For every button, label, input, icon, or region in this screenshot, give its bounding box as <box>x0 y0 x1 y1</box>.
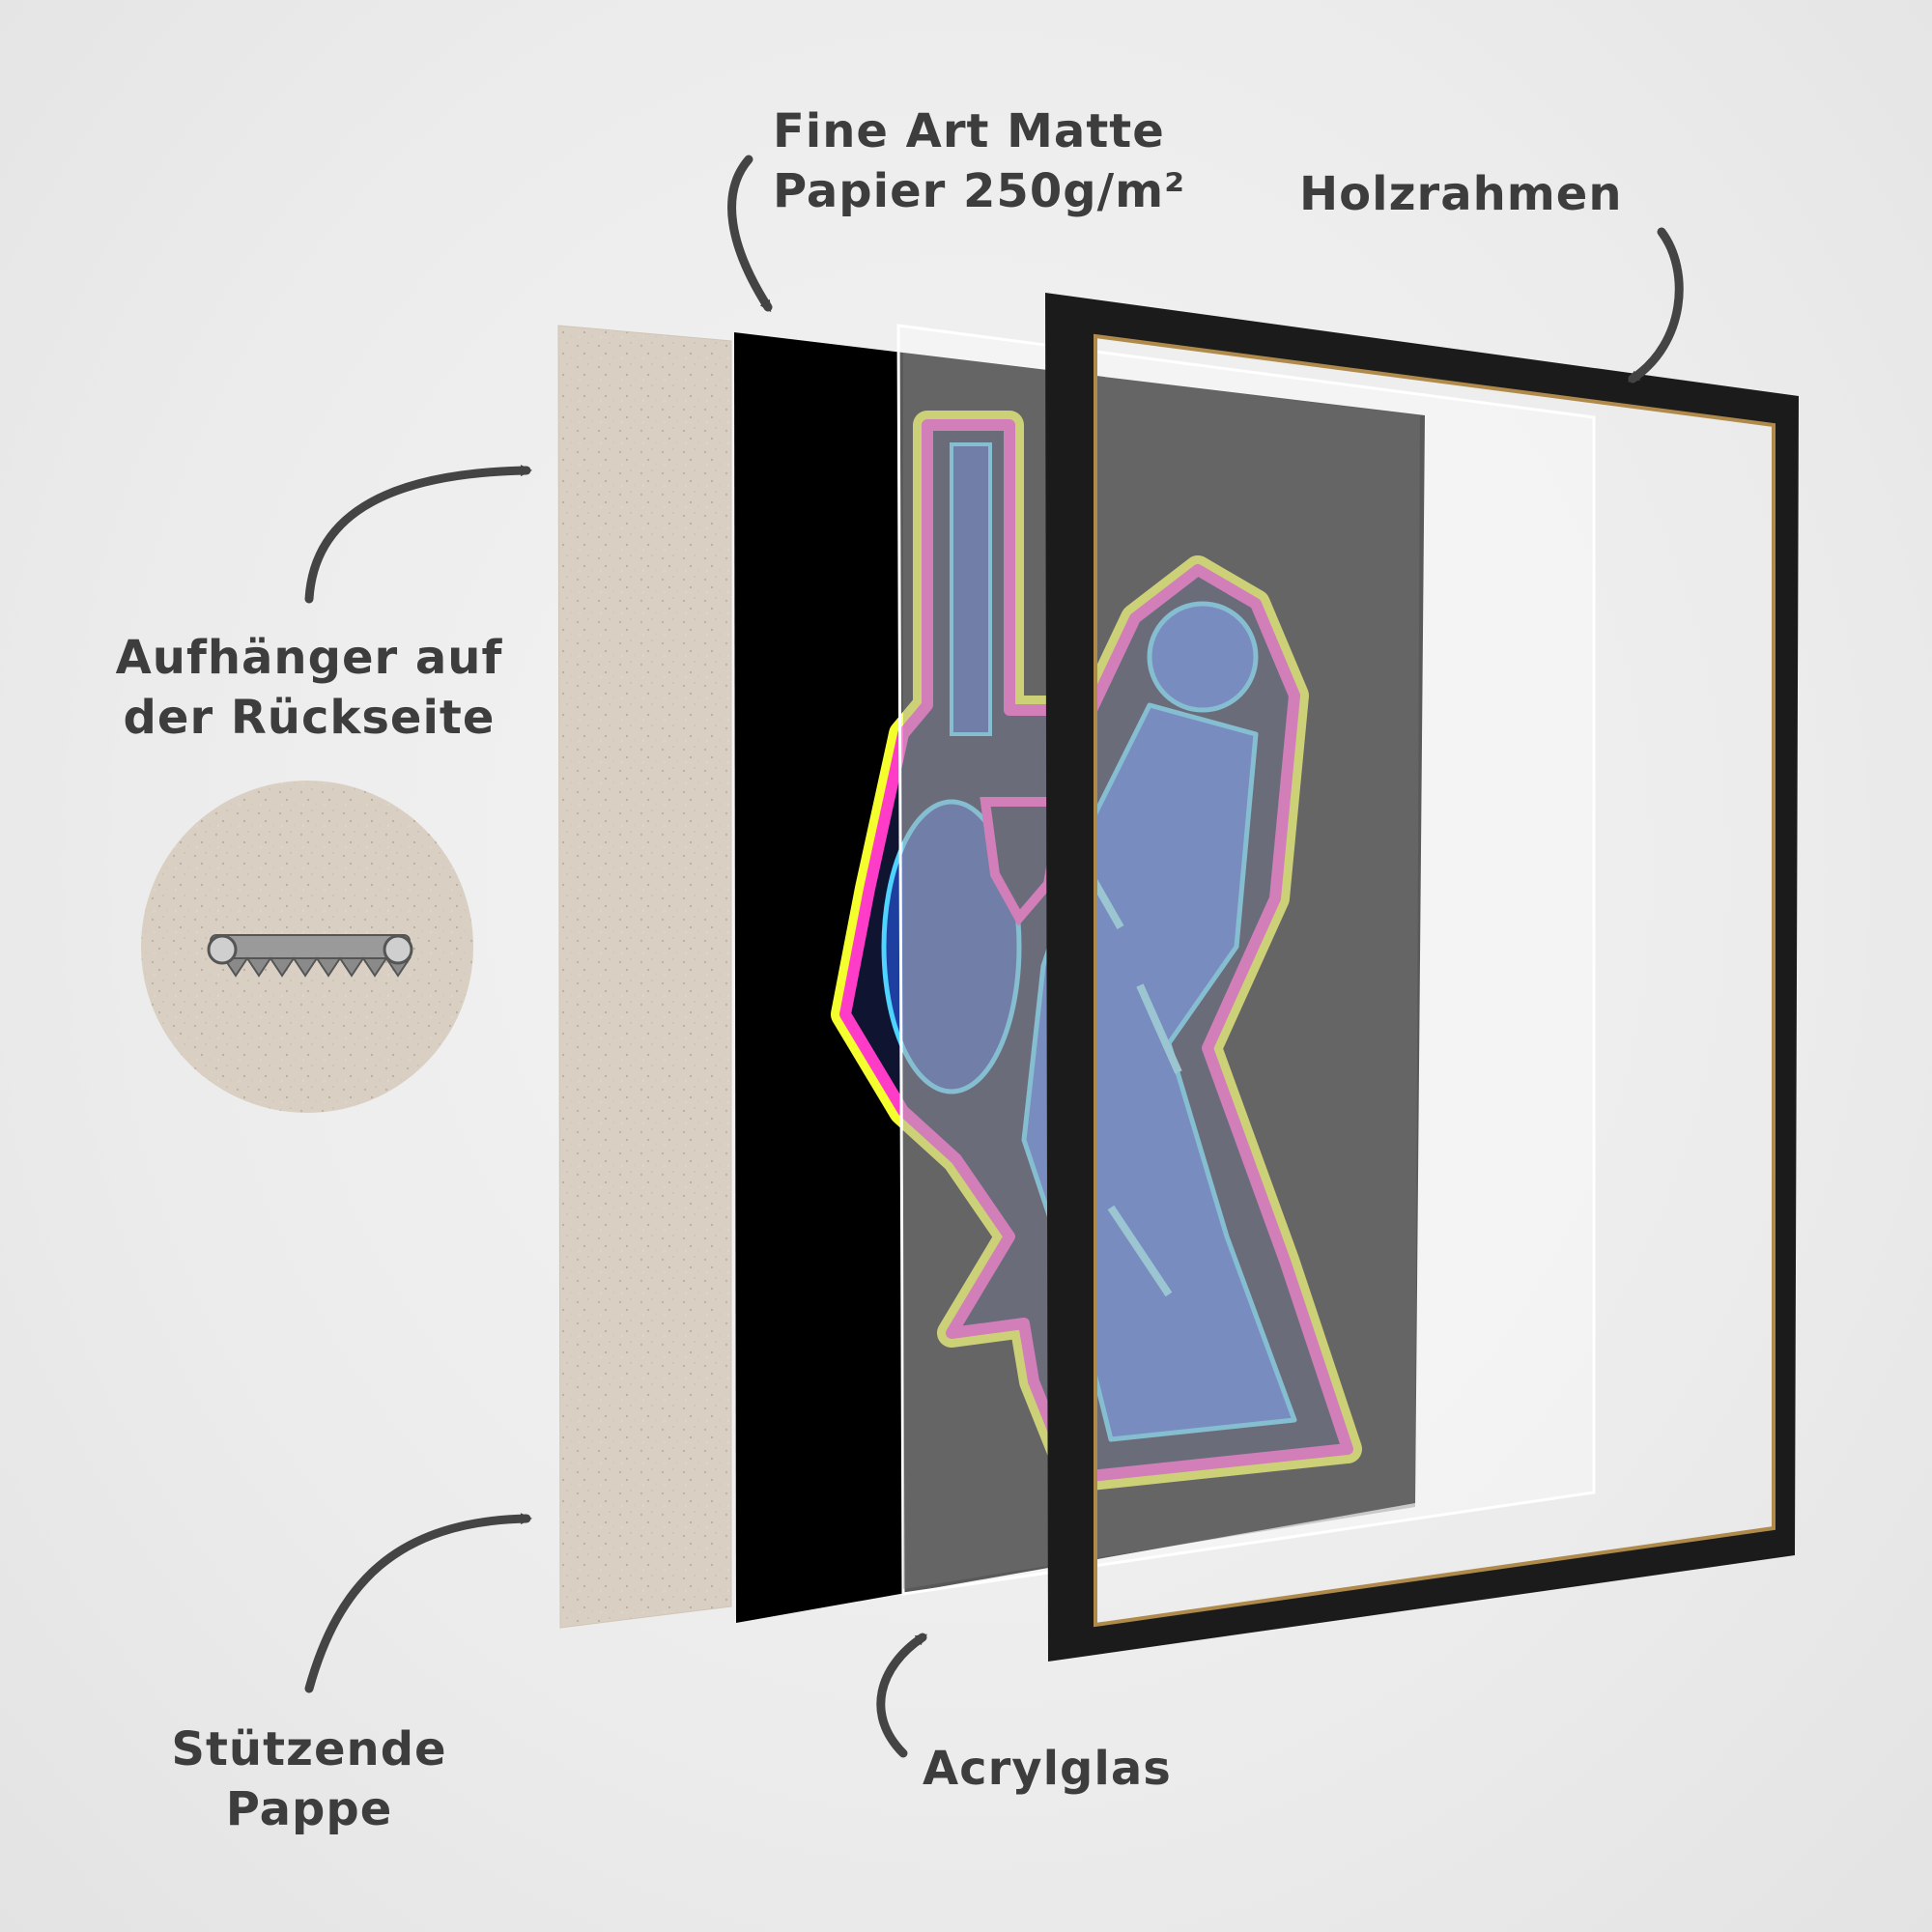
cardboard-backing <box>557 325 732 1629</box>
curved-arrow-icon <box>876 1633 927 1758</box>
label-line: Pappe <box>225 1782 393 1836</box>
label-fine-art-paper: Fine Art Matte Papier 250g/m² <box>773 101 1185 221</box>
frame-inner-edge <box>1094 333 1776 1628</box>
label-stuetzende-pappe: Stützende Pappe <box>135 1719 483 1839</box>
label-holzrahmen: Holzrahmen <box>1299 167 1623 221</box>
curved-arrow-icon <box>304 1513 532 1693</box>
sawtooth-hanger-icon <box>207 934 413 978</box>
label-line: Stützende <box>171 1722 447 1776</box>
label-aufhaenger: Aufhänger auf der Rückseite <box>97 628 522 748</box>
acrylic-glass-reflection <box>903 353 1420 1589</box>
label-line: Papier 250g/m² <box>773 164 1186 218</box>
label-line: Fine Art Matte <box>773 104 1165 158</box>
curved-arrow-icon <box>727 155 773 313</box>
label-line: der Rückseite <box>123 691 496 745</box>
curved-arrow-icon <box>1628 227 1684 384</box>
label-acrylglas: Acrylglas <box>923 1742 1172 1796</box>
curved-arrow-icon <box>304 465 532 604</box>
label-line: Aufhänger auf <box>115 631 503 685</box>
